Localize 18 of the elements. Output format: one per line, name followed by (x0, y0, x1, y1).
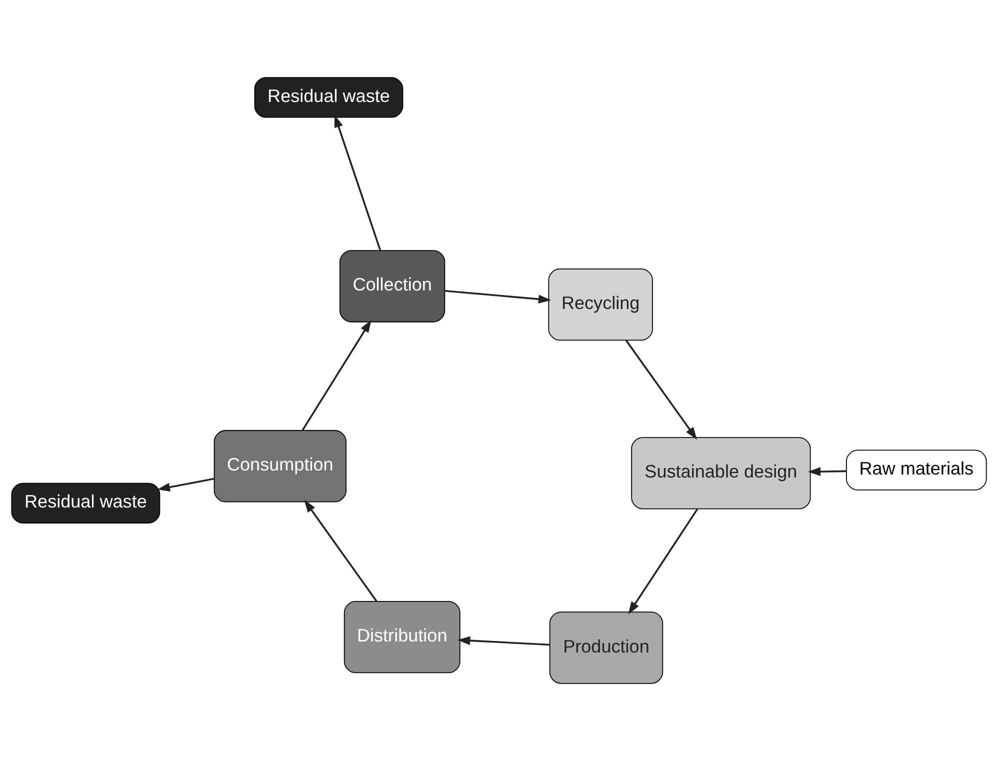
node-box: Residual waste (11, 482, 160, 524)
node-box: Sustainable design (631, 436, 811, 509)
node-box: Collection (340, 250, 446, 322)
arrow (334, 114, 382, 250)
arrow (625, 339, 698, 440)
node-box: Raw materials (846, 449, 987, 490)
node-box: Residual waste (254, 76, 404, 118)
node-box: Distribution (344, 600, 460, 673)
arrow (157, 477, 214, 492)
arrow (458, 636, 550, 646)
arrow (304, 499, 378, 602)
arrow (808, 466, 846, 476)
node-box: Recycling (548, 268, 653, 340)
arrow (302, 319, 372, 430)
node-box: Production (549, 611, 664, 684)
node-box: Consumption (214, 430, 346, 502)
arrow (628, 508, 698, 614)
arrow (444, 289, 552, 304)
